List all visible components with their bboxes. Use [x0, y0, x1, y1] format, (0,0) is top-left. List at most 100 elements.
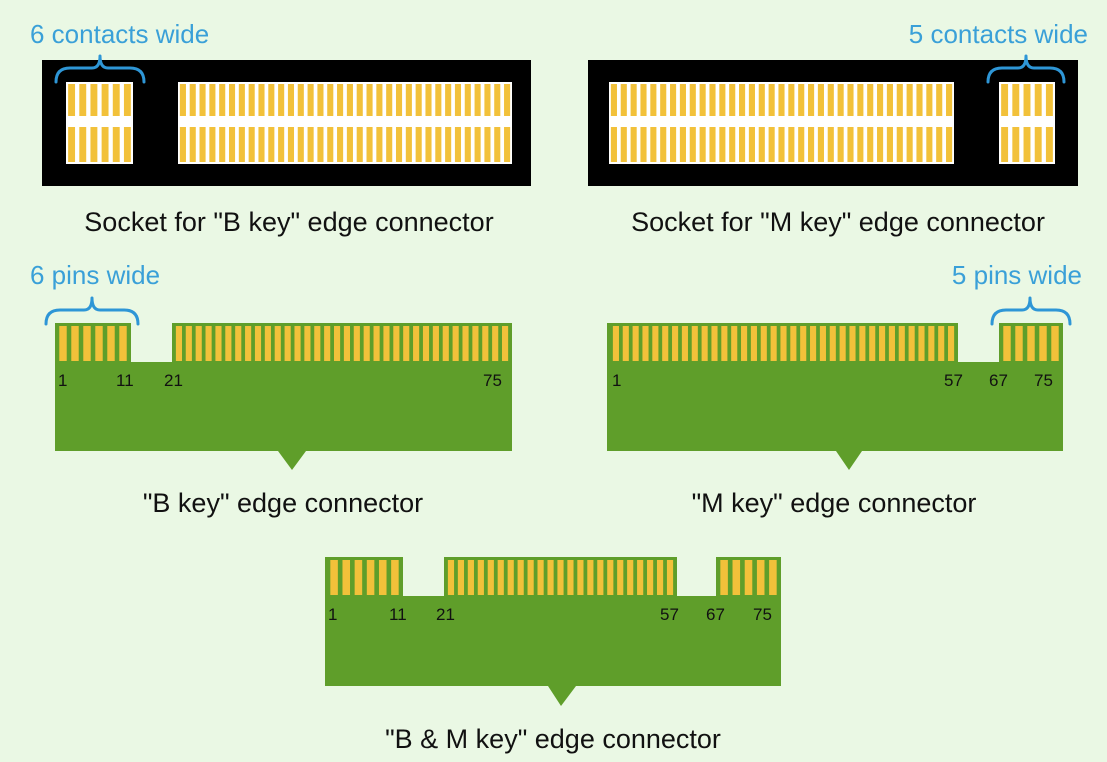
contact-strip [487, 560, 494, 595]
contact-strip [719, 127, 726, 162]
contact-strip [504, 84, 511, 116]
socket-m-key: 5 contacts wide Socket for "M key" edge … [588, 19, 1088, 237]
contact-strip [199, 84, 206, 116]
contact-strip [278, 127, 285, 162]
contact-strip [827, 84, 834, 116]
contact-strip [474, 127, 481, 162]
pin-label: 57 [660, 605, 679, 624]
socket-b-contacts [68, 84, 131, 116]
socket-b-large-slot [178, 82, 512, 164]
contact-strip [1045, 127, 1053, 162]
connector-b-pins-main [175, 326, 509, 361]
contact-strip [908, 326, 915, 361]
contact-strip [215, 326, 222, 361]
contact-strip [817, 84, 824, 116]
contact-strip [666, 560, 674, 595]
contact-strip [334, 326, 341, 361]
contact-strip [442, 326, 449, 361]
contact-strip [847, 127, 854, 162]
contact-strip [454, 84, 462, 116]
contact-strip [547, 560, 554, 595]
contact-strip [219, 84, 226, 116]
contact-strip [948, 326, 955, 361]
contact-strip [474, 84, 481, 116]
contact-strip [1023, 84, 1031, 116]
socket-b-caption: Socket for "B key" edge connector [84, 207, 493, 237]
contact-strip [610, 127, 617, 162]
contact-strip [640, 84, 647, 116]
contact-strip [869, 326, 876, 361]
contact-strip [452, 326, 459, 361]
contact-strip [405, 84, 412, 116]
contact-strip [175, 326, 183, 361]
contact-strip [808, 84, 815, 116]
contact-strip [857, 84, 864, 116]
contact-strip [906, 127, 913, 162]
contact-strip [756, 560, 765, 595]
contact-strip [817, 127, 824, 162]
contact-strip [284, 326, 291, 361]
contact-strip [112, 127, 120, 162]
contact-strip [101, 127, 109, 162]
contact-strip [219, 127, 226, 162]
connector-m-notch [828, 434, 862, 451]
contact-strip [376, 84, 383, 116]
contact-strip [307, 127, 314, 162]
contact-strip [768, 84, 775, 116]
contact-strip [482, 326, 489, 361]
contact-strip [886, 127, 893, 162]
contact-strip [464, 84, 471, 116]
contact-strip [729, 127, 736, 162]
contact-strip [721, 326, 728, 361]
contact-strip [632, 326, 639, 361]
contact-strip [225, 326, 232, 361]
contact-strip [274, 326, 281, 361]
contact-strip [445, 127, 452, 162]
contact-strip [627, 560, 634, 595]
contact-strip [1015, 326, 1023, 361]
contact-strip [376, 127, 383, 162]
contact-strip [71, 326, 79, 361]
pin-label: 11 [389, 605, 407, 624]
contact-strip [502, 326, 509, 361]
contact-strip [748, 84, 755, 116]
contact-strip [497, 560, 504, 595]
contact-strip [494, 127, 501, 162]
contact-strip [297, 127, 304, 162]
contact-strip [464, 127, 471, 162]
contact-strip [467, 560, 474, 595]
contact-strip [769, 560, 777, 595]
pin-label: 67 [989, 371, 1008, 390]
contact-strip [330, 560, 338, 595]
contact-strip [656, 560, 664, 595]
contact-strip [597, 560, 604, 595]
contact-strip [630, 127, 637, 162]
contact-strip [1051, 326, 1059, 361]
contact-strip [123, 127, 131, 162]
contact-strip [195, 326, 202, 361]
contact-strip [1039, 326, 1047, 361]
contact-strip [492, 326, 499, 361]
contact-strip [936, 127, 943, 162]
contact-strip [432, 326, 439, 361]
contact-strip [205, 326, 212, 361]
contact-strip [610, 84, 617, 116]
contact-strip [79, 84, 87, 116]
socket-b-small-slot [66, 82, 133, 164]
contact-strip [672, 326, 679, 361]
contact-strip [1027, 326, 1035, 361]
contact-strip [445, 84, 452, 116]
connector-m-pins-main [612, 326, 955, 361]
pin-label: 1 [612, 371, 621, 390]
contact-strip [867, 84, 874, 116]
contact-strip [788, 127, 795, 162]
contact-strip [268, 127, 275, 162]
contact-strip [391, 560, 399, 595]
pin-label: 75 [1034, 371, 1053, 390]
contact-strip [709, 127, 716, 162]
contact-strip [363, 326, 370, 361]
contact-strip [620, 127, 627, 162]
contact-strip [1001, 127, 1009, 162]
contact-strip [607, 560, 614, 595]
contact-strip [278, 84, 285, 116]
